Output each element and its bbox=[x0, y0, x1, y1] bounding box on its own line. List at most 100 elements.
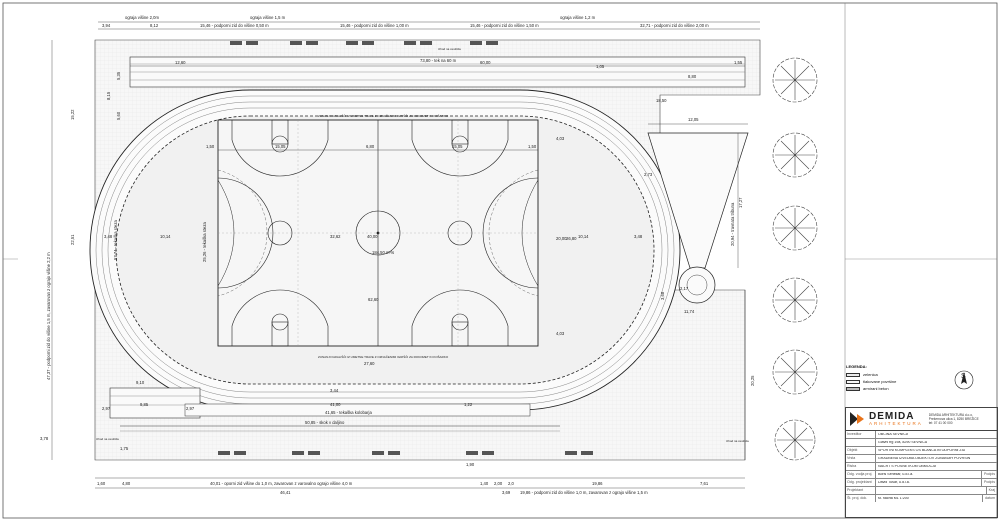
title-block-header: DEMIDA ARHITEKTURA DEMIDA ARHITEKTURA d.… bbox=[846, 408, 997, 431]
svg-text:8,80: 8,80 bbox=[688, 74, 697, 79]
basketball-court-bottom-right bbox=[411, 289, 509, 347]
svg-text:41,00: 41,00 bbox=[330, 402, 341, 407]
throwing-circle bbox=[678, 266, 716, 304]
svg-text:izhod na cestišče: izhod na cestišče bbox=[438, 47, 461, 51]
svg-text:19,86: 19,86 bbox=[592, 481, 603, 486]
svg-text:8,15: 8,15 bbox=[106, 91, 111, 100]
svg-text:17,27: 17,27 bbox=[738, 197, 743, 208]
svg-text:1,60: 1,60 bbox=[97, 481, 106, 486]
svg-text:3,44: 3,44 bbox=[330, 388, 339, 393]
svg-text:2,73: 2,73 bbox=[644, 172, 653, 177]
svg-text:27,60: 27,60 bbox=[364, 361, 375, 366]
north-arrow-icon bbox=[954, 370, 974, 390]
svg-text:32,62: 32,62 bbox=[330, 234, 341, 239]
svg-text:26,80: 26,80 bbox=[566, 236, 577, 241]
svg-text:izhod na cestišče: izhod na cestišče bbox=[726, 439, 749, 443]
running-track-lane-3 bbox=[107, 107, 663, 393]
svg-text:62,60: 62,60 bbox=[368, 297, 379, 302]
title-block: DEMIDA ARHITEKTURA DEMIDA ARHITEKTURA d.… bbox=[845, 407, 998, 518]
dim-left-retaining-wall: 47,37 - podporni zid do višine 1,5 m, za… bbox=[46, 252, 51, 380]
svg-text:3,94: 3,94 bbox=[102, 23, 111, 28]
basketball-court-top-right bbox=[411, 119, 509, 246]
svg-text:7,61: 7,61 bbox=[700, 481, 709, 486]
svg-text:1,50: 1,50 bbox=[528, 144, 537, 149]
svg-text:3,78: 3,78 bbox=[40, 436, 49, 441]
handball-goal-area-right bbox=[482, 177, 539, 289]
svg-text:12,60: 12,60 bbox=[175, 60, 186, 65]
dim-running-ring: 41,65 - tekaška kolobarja bbox=[325, 410, 372, 415]
legend: LEGENDA: zelenica tlakovane površine arm… bbox=[846, 364, 916, 392]
dim-long-jump: 50,85 - skok v daljino bbox=[305, 420, 345, 425]
svg-text:9,10: 9,10 bbox=[136, 380, 145, 385]
svg-text:2,17: 2,17 bbox=[680, 286, 689, 291]
svg-text:ZUNANJI IGRALIŠČI IZ UMETNE TR: ZUNANJI IGRALIŠČI IZ UMETNE TRAVE Z OZNA… bbox=[318, 113, 449, 118]
legend-item: armirani beton bbox=[846, 385, 916, 392]
svg-text:11,74: 11,74 bbox=[684, 309, 695, 314]
svg-text:3,69: 3,69 bbox=[502, 490, 511, 495]
basketball-court-top-left bbox=[231, 119, 329, 246]
svg-text:20,25: 20,25 bbox=[750, 375, 755, 386]
svg-text:ZUNANJI IGRALIŠČI IZ UMETNE TR: ZUNANJI IGRALIŠČI IZ UMETNE TRAVE Z OZNA… bbox=[318, 354, 449, 359]
svg-text:9,85: 9,85 bbox=[140, 402, 149, 407]
svg-text:1,50: 1,50 bbox=[206, 144, 215, 149]
svg-text:8,12: 8,12 bbox=[150, 23, 159, 28]
dim-retaining-wall-bottom: 40,01 - oporni zid višine do 1,0 m, zava… bbox=[210, 481, 353, 486]
svg-text:1,05: 1,05 bbox=[596, 64, 605, 69]
svg-text:73,80 - tek na 60 m: 73,80 - tek na 60 m bbox=[420, 58, 457, 63]
svg-text:40,00: 40,00 bbox=[367, 234, 378, 239]
svg-text:1,90: 1,90 bbox=[466, 462, 475, 467]
svg-text:1,55: 1,55 bbox=[734, 60, 743, 65]
legend-item: tlakovane površine bbox=[846, 378, 916, 385]
bottom-track-straight bbox=[184, 403, 531, 417]
svg-text:izhod na cestišče: izhod na cestišče bbox=[96, 437, 119, 441]
legend-title: LEGENDA: bbox=[846, 364, 867, 369]
svg-text:46,41: 46,41 bbox=[280, 490, 291, 495]
demida-logo-icon bbox=[850, 412, 866, 426]
legend-item: zelenica bbox=[846, 371, 916, 378]
svg-text:3,48: 3,48 bbox=[634, 234, 643, 239]
svg-text:2,97: 2,97 bbox=[186, 406, 195, 411]
svg-text:1,22: 1,22 bbox=[464, 402, 473, 407]
basketball-court-bottom-left bbox=[231, 289, 329, 347]
svg-text:18,50: 18,50 bbox=[656, 98, 667, 103]
handball-goal-area-left bbox=[217, 177, 274, 289]
svg-text:2,0: 2,0 bbox=[508, 481, 514, 486]
dim-fence-b: ograja višine 1,5 m bbox=[250, 15, 286, 20]
svg-text:60,00: 60,00 bbox=[480, 60, 491, 65]
trees-column bbox=[772, 57, 818, 461]
title-row: Glavni trg 19a, 8290 SEVNICA bbox=[846, 439, 997, 447]
svg-text:4,03: 4,03 bbox=[556, 331, 565, 336]
svg-text:5,35: 5,35 bbox=[116, 71, 121, 80]
svg-text:15,46 - podporni zid do višine: 15,46 - podporni zid do višine 1,50 m bbox=[470, 23, 539, 28]
dim-fence-a: ograja višine 2,0m bbox=[125, 15, 159, 20]
svg-text:15,22: 15,22 bbox=[70, 109, 75, 120]
title-row: Odg. vodja proj.Boris Šenekar, u.d.i.a.P… bbox=[846, 471, 997, 479]
dim-fence-c: ograja višine 1,2 m bbox=[560, 15, 596, 20]
lane-label-mid: 25,26 - tekaška steza bbox=[202, 222, 207, 262]
svg-text:15,46 - podporni zid do višine: 15,46 - podporni zid do višine 1,00 m bbox=[340, 23, 409, 28]
dim-retaining-wall-right: 19,86 - podporni zid do višine 1,0 m, za… bbox=[520, 490, 648, 495]
dim-grass-tribune: 20,94 - travnata tribuna bbox=[730, 202, 735, 246]
svg-text:32,71 - podporni zid do višine: 32,71 - podporni zid do višine 2,00 m bbox=[640, 23, 709, 28]
svg-text:20,00: 20,00 bbox=[556, 236, 567, 241]
svg-text:6,80: 6,80 bbox=[366, 144, 375, 149]
svg-text:12,05: 12,05 bbox=[688, 117, 699, 122]
svg-text:3,48: 3,48 bbox=[104, 234, 113, 239]
svg-text:15,46 - podporni zid do višine: 15,46 - podporni zid do višine 0,50 m bbox=[200, 23, 269, 28]
svg-text:5,60: 5,60 bbox=[116, 111, 121, 120]
svg-text:2,97: 2,97 bbox=[102, 406, 111, 411]
svg-text:4,03: 4,03 bbox=[556, 136, 565, 141]
north-arrow-label: S bbox=[961, 373, 966, 380]
svg-text:10,14: 10,14 bbox=[160, 234, 171, 239]
running-track-lane-2 bbox=[101, 101, 669, 399]
svg-text:10,14: 10,14 bbox=[578, 234, 589, 239]
grass-tribune bbox=[647, 132, 749, 269]
